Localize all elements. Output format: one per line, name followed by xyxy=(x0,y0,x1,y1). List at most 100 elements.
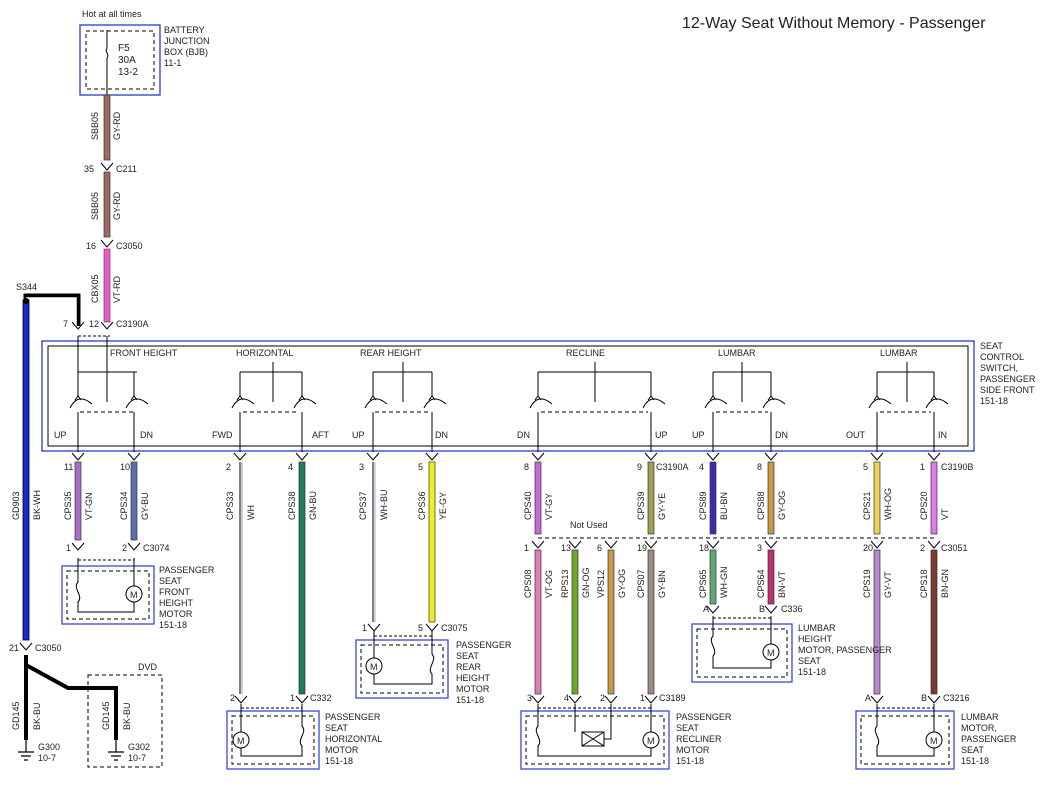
c3051-color: BN-GN xyxy=(940,569,950,598)
g302-label: G302 xyxy=(128,742,150,752)
c3050-low-pin: 21 xyxy=(9,643,19,653)
feed-wire-cbx05 xyxy=(103,248,111,323)
c332-connector xyxy=(234,695,309,704)
lumbar-height-motor-box xyxy=(691,623,793,683)
output-circuit: CPS21 xyxy=(862,491,872,520)
output-color: VT xyxy=(940,508,950,520)
bjb-label-2: JUNCTION xyxy=(164,36,210,46)
recliner-motor-label-4: MOTOR xyxy=(676,745,710,755)
feed-circuit-1: SBB05 xyxy=(90,112,100,140)
g300-label: G300 xyxy=(38,742,60,752)
c336-connector xyxy=(706,605,778,614)
switch-label-6: 151-18 xyxy=(980,396,1008,406)
output-color: WH-OG xyxy=(883,488,893,520)
c3051-color: GY-BN xyxy=(657,570,667,598)
ground-wire-gd145-b xyxy=(25,663,118,740)
lumbar-motor-label-1: LUMBAR xyxy=(961,712,999,722)
dir-rc-dn: DN xyxy=(517,430,530,440)
rear-height-motor-label-2: SEAT xyxy=(456,651,479,661)
switch-label-4: PASSENGER xyxy=(980,374,1036,384)
ground-wire-gd903 xyxy=(22,299,30,641)
output-pin: 5 xyxy=(418,462,423,472)
c3051-pin: 3 xyxy=(757,543,762,553)
switch-contact xyxy=(868,372,892,452)
c3050-top-label: C3050 xyxy=(116,241,143,251)
c3190a-pin-b: 12 xyxy=(89,319,99,329)
switch-contacts xyxy=(69,372,949,452)
rear-height-motor-box xyxy=(355,639,449,699)
output-circuit: CPS34 xyxy=(119,491,129,520)
c3216-connector xyxy=(870,695,941,704)
c3051-circuit: CPS07 xyxy=(636,569,646,598)
lumbar-height-motor-label-5: 151-18 xyxy=(798,667,826,677)
rear-height-motor-label-3: REAR xyxy=(456,662,482,672)
c3051-color: GY-VT xyxy=(883,571,893,598)
output-color: YE-GY xyxy=(438,492,448,520)
group-recline: RECLINE xyxy=(566,348,605,358)
lumbar-motor-label-2: MOTOR, xyxy=(961,723,997,733)
c332-pin-2: 2 xyxy=(230,693,235,703)
front-height-motor-label-1: PASSENGER xyxy=(159,565,215,575)
lumbar-height-motor-inner xyxy=(696,628,788,678)
front-height-motor-inner xyxy=(66,570,150,620)
c336-label: C336 xyxy=(781,604,803,614)
s344-label: S344 xyxy=(16,282,37,292)
dir-fh-up: UP xyxy=(54,430,67,440)
front-height-motor-box xyxy=(61,565,155,625)
c211-label: C211 xyxy=(116,164,137,174)
c3051-label: C3051 xyxy=(941,543,968,553)
horizontal-motor-label-1: PASSENGER xyxy=(325,712,381,722)
dir-rh-dn: DN xyxy=(435,430,448,440)
c3051-circuit: CPS65 xyxy=(698,569,708,598)
s344-splice-dot xyxy=(23,298,29,304)
bjb-box xyxy=(79,24,161,96)
switch-contact xyxy=(529,372,553,452)
c3051-color: GY-OG xyxy=(617,569,627,598)
recliner-motor-inner xyxy=(525,715,665,765)
dir-hz-aft: AFT xyxy=(312,430,330,440)
output-pin: 8 xyxy=(524,462,529,472)
output-color: VT-GN xyxy=(84,492,94,520)
c3075-label: C3075 xyxy=(441,623,468,633)
recliner-motor-m: M xyxy=(647,736,655,746)
c3051-pin: 2 xyxy=(920,543,925,553)
bjb-label-1: BATTERY xyxy=(164,25,205,35)
output-circuit: CPS89 xyxy=(698,491,708,520)
fuse-ref: 13-2 xyxy=(118,67,138,78)
c3190a-connector-b xyxy=(100,321,114,330)
output-pin: 4 xyxy=(699,462,704,472)
horizontal-motor-inner xyxy=(231,715,315,765)
c3051-pin: 13 xyxy=(561,543,571,553)
output-pin: 1 xyxy=(920,462,925,472)
output-pin: 9 xyxy=(637,462,642,472)
c3051-pin: 1 xyxy=(524,543,529,553)
group-front-height: FRONT HEIGHT xyxy=(110,348,178,358)
output-color: GN-BU xyxy=(308,491,318,520)
horizontal-motor-label-5: 151-18 xyxy=(325,756,353,766)
dvd-option-box xyxy=(87,674,163,768)
lumbar-height-motor-label-3: MOTOR, PASSENGER xyxy=(798,645,892,655)
c332-label: C332 xyxy=(310,693,332,703)
hot-at-all-times-label: Hot at all times xyxy=(82,9,142,19)
rear-height-motor-label-4: HEIGHT xyxy=(456,673,491,683)
feed-wire-sbb05-a xyxy=(103,94,111,161)
switch-contact xyxy=(69,372,93,452)
gd903-color: BK-WH xyxy=(32,490,42,520)
switch-contact xyxy=(642,372,666,452)
dir-lm-in: IN xyxy=(938,430,947,440)
c3051-circuit: CPS18 xyxy=(919,569,929,598)
rear-height-motor-label-5: MOTOR xyxy=(456,684,490,694)
dir-lh-up: UP xyxy=(692,430,705,440)
